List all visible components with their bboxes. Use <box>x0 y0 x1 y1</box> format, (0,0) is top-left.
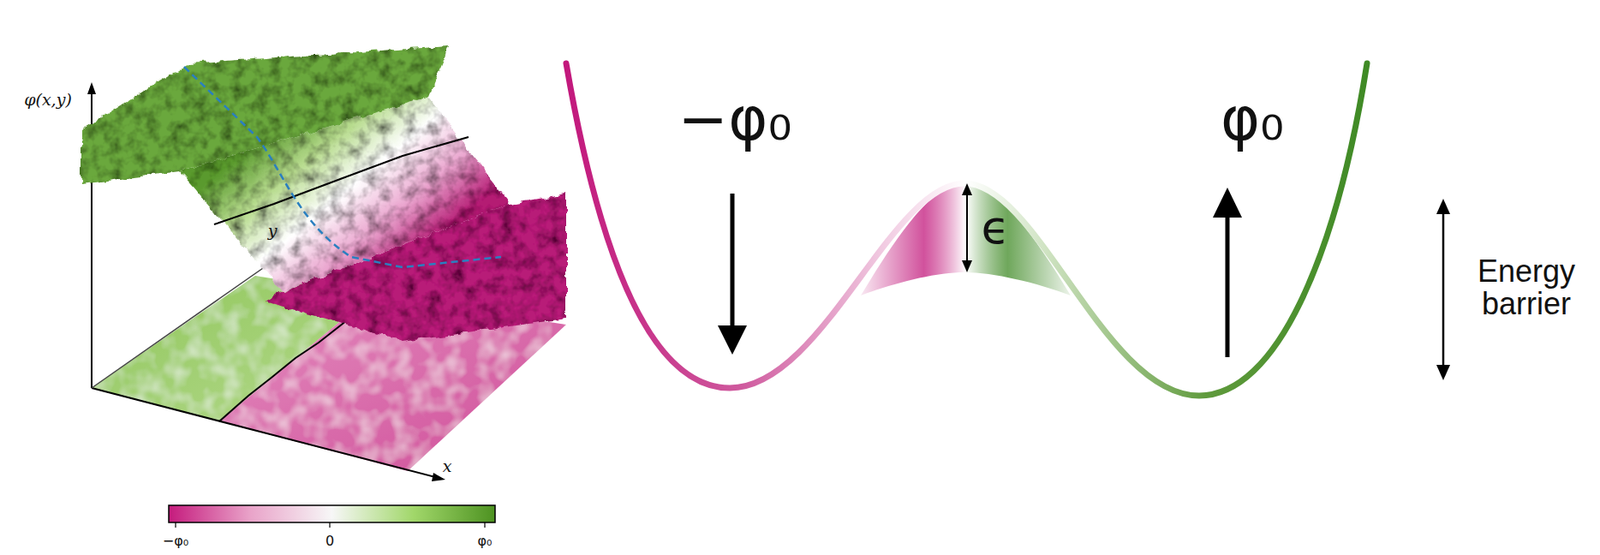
barrier-arrow <box>1442 210 1445 369</box>
axis-label: x <box>442 458 453 476</box>
epsilon-arrow <box>966 193 968 263</box>
arrow-head <box>1212 187 1242 218</box>
arrow-head <box>1436 198 1451 215</box>
tick-label: φ₀ <box>477 534 493 550</box>
spin-arrow <box>1225 214 1230 358</box>
potential-curve <box>566 63 1368 396</box>
tick-label: −φ₀ <box>162 534 189 550</box>
epsilon-label: ϵ <box>980 203 1009 253</box>
axis-head <box>87 82 96 95</box>
tick <box>483 522 485 528</box>
axis <box>91 388 439 478</box>
axis-label: y <box>268 222 278 240</box>
tick <box>328 522 330 528</box>
profile-line <box>184 66 502 268</box>
state-label: −φ₀ <box>678 88 793 152</box>
state-label: φ₀ <box>1220 88 1284 152</box>
arrow-head <box>717 325 747 355</box>
axis-label: φ(x,y) <box>23 91 72 109</box>
colorbar <box>168 505 496 523</box>
arrow-head <box>1436 364 1451 381</box>
tick <box>174 522 176 528</box>
barrier-label: Energy barrier <box>1462 255 1591 321</box>
wall-contour <box>214 137 469 225</box>
spin-arrow <box>730 193 735 329</box>
tick-label: 0 <box>325 534 335 550</box>
axis <box>91 248 292 389</box>
arrow-head <box>961 260 973 273</box>
arrow-head <box>961 183 973 196</box>
field-surface <box>81 46 567 341</box>
